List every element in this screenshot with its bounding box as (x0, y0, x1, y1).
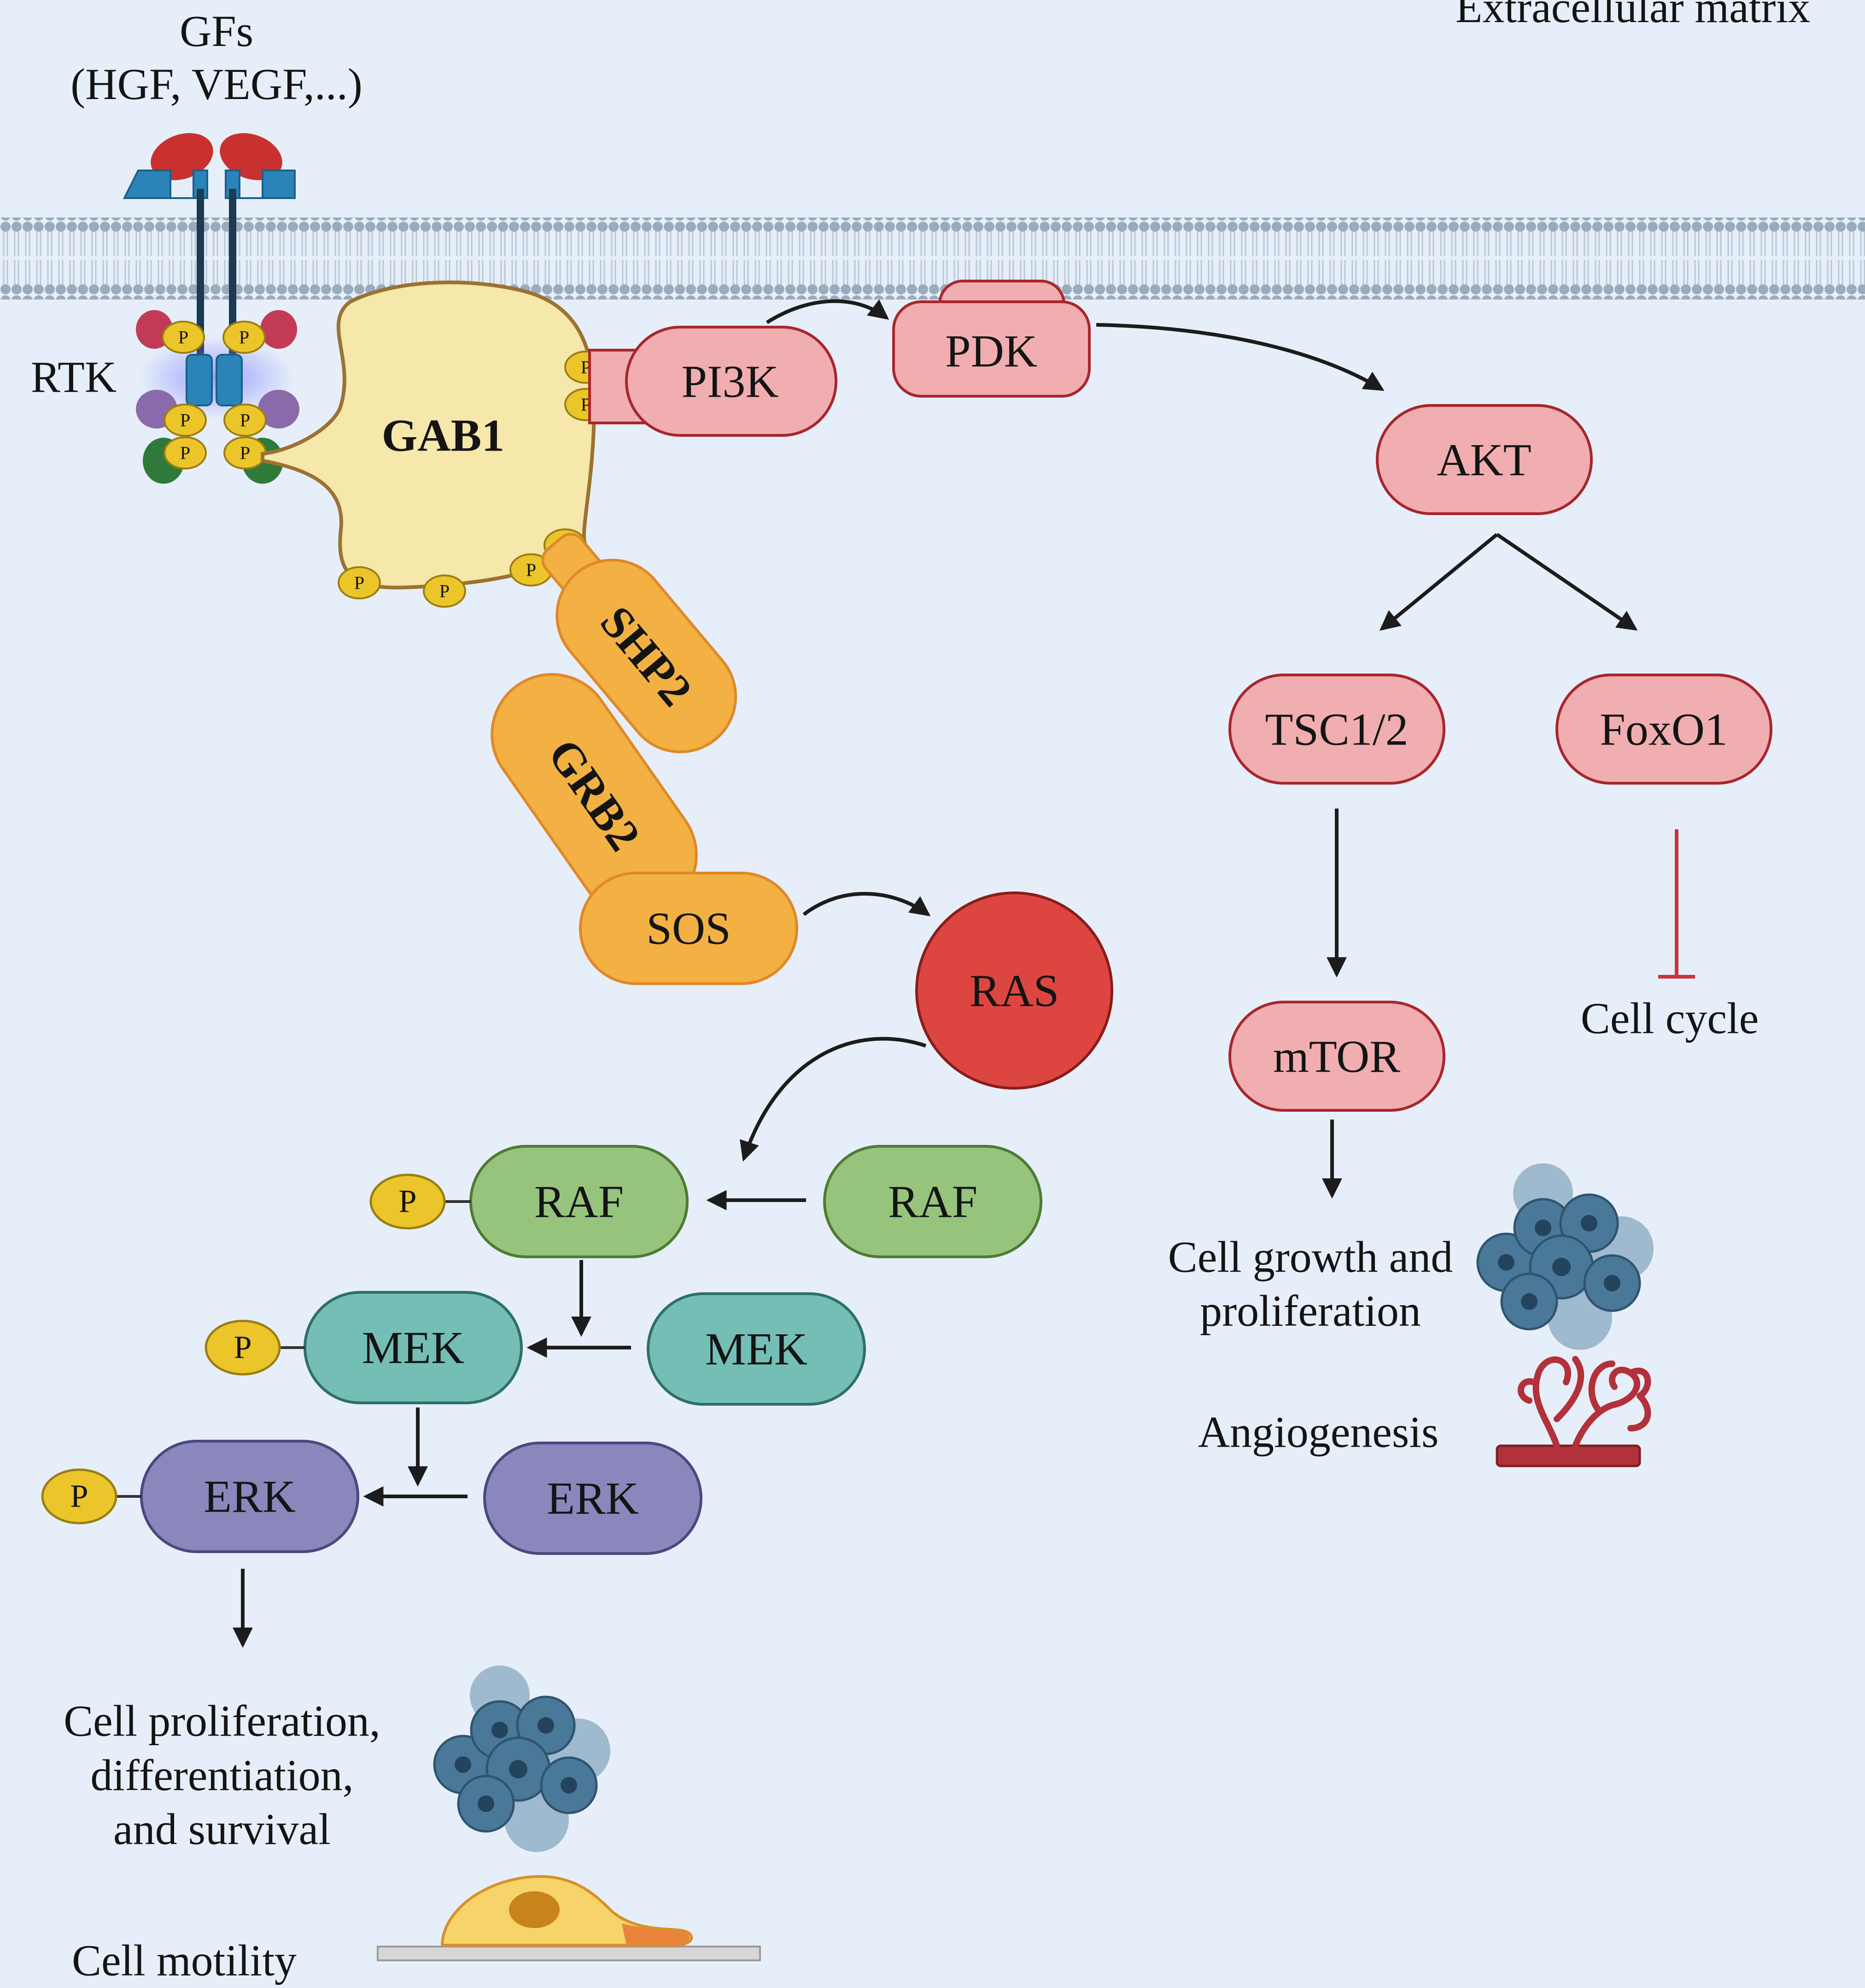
sos-label: SOS (646, 903, 731, 954)
mek-inactive-label: MEK (705, 1324, 807, 1375)
cell-cycle-label: Cell cycle (1581, 994, 1759, 1043)
tsc-node (1228, 674, 1445, 785)
angiogenesis-label: Angiogenesis (1198, 1407, 1439, 1457)
erk-active-label: ERK (204, 1471, 296, 1522)
migrating-cell-icon (377, 1875, 761, 1961)
erk-phospho: P (41, 1468, 141, 1525)
akt-node (1376, 404, 1593, 515)
raf-phospho: P (369, 1173, 471, 1230)
cell-cluster-icon-erk (433, 1665, 610, 1852)
shp2-node (555, 558, 737, 753)
svg-text:P: P (354, 573, 364, 593)
arrow-akt-to-tsc (1379, 533, 1498, 631)
svg-text:P: P (180, 443, 190, 463)
svg-text:P: P (70, 1479, 88, 1514)
rtk-phospho-sites: P P P P P P (162, 321, 267, 469)
svg-text:P: P (234, 1330, 252, 1366)
pi3k-node (625, 326, 837, 437)
growth-label-line1: Cell growth and (1168, 1232, 1453, 1282)
raf-active-label: RAF (534, 1176, 624, 1227)
arrow-pdk-to-akt (1096, 323, 1385, 391)
sos-node (579, 872, 798, 985)
erk-inactive-label: ERK (547, 1473, 639, 1524)
svg-text:P: P (239, 327, 249, 348)
pdk-node (892, 300, 1091, 398)
inhibition-foxo1-cell-cycle (1658, 829, 1695, 979)
svg-text:P: P (240, 410, 250, 431)
svg-text:P: P (180, 410, 190, 431)
rtk-label: RTK (31, 352, 117, 402)
arrow-akt-to-foxo1 (1496, 533, 1638, 631)
erk-inactive-node (483, 1442, 702, 1555)
gab1-label: GAB1 (382, 410, 505, 461)
svg-text:P: P (399, 1184, 417, 1220)
growth-label-line2: proliferation (1200, 1286, 1421, 1336)
erk-outcome-line2: differentiation, (90, 1751, 353, 1800)
arrow-pi3k-to-pdk (766, 299, 889, 324)
gfs-label: GFs (180, 6, 253, 56)
pdk-label: PDK (945, 326, 1037, 377)
akt-label: AKT (1437, 434, 1532, 486)
raf-inactive-label: RAF (888, 1176, 978, 1227)
cell-cluster-icon (1476, 1163, 1654, 1350)
gfs-sublabel: (HGF, VEGF,...) (70, 59, 362, 109)
ras-label: RAS (970, 965, 1059, 1016)
svg-text:P: P (178, 327, 188, 348)
svg-text:P: P (439, 581, 450, 602)
svg-text:P: P (240, 443, 250, 463)
cell-membrane (0, 217, 1865, 299)
growth-factor-ligand (151, 133, 282, 181)
extracellular-matrix-label: Extracellular matrix (1456, 0, 1810, 32)
mtor-node (1228, 1001, 1445, 1112)
mek-inactive-node (647, 1292, 866, 1406)
ras-node (915, 891, 1113, 1090)
cell-motility-label: Cell motility (72, 1936, 297, 1985)
foxo1-label: FoxO1 (1600, 704, 1728, 755)
mek-active-label: MEK (362, 1322, 464, 1373)
svg-text:P: P (526, 560, 536, 581)
tsc-label: TSC1/2 (1265, 704, 1408, 755)
raf-inactive-node (823, 1145, 1042, 1258)
erk-outcome-line1: Cell proliferation, (64, 1696, 380, 1746)
arrow-ras-to-raf (739, 1037, 927, 1162)
mtor-label: mTOR (1273, 1031, 1400, 1082)
erk-outcome-line3: and survival (113, 1805, 331, 1854)
mek-phospho: P (205, 1319, 305, 1376)
foxo1-node (1555, 674, 1772, 785)
pi3k-label: PI3K (681, 356, 778, 407)
blood-vessel-icon (1496, 1356, 1651, 1467)
arrow-sos-to-ras (802, 892, 931, 916)
